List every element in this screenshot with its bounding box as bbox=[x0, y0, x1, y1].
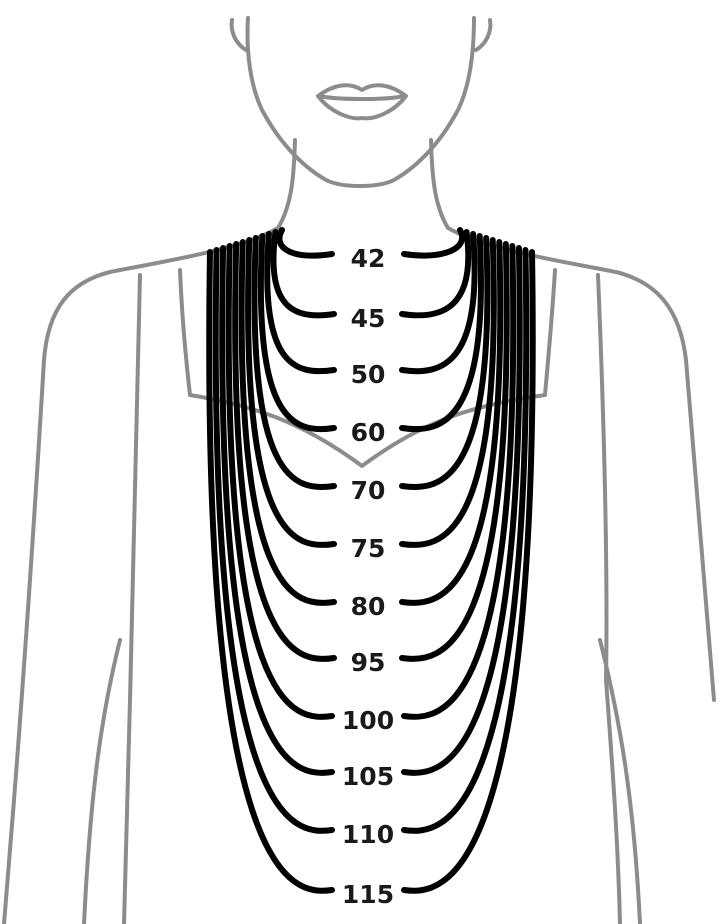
neck-right bbox=[431, 140, 448, 228]
lips bbox=[318, 85, 406, 118]
right-inner-arm bbox=[598, 275, 620, 924]
length-label: 115 bbox=[342, 880, 394, 909]
left-ear bbox=[232, 20, 246, 50]
length-label: 110 bbox=[342, 820, 394, 849]
length-label: 45 bbox=[351, 304, 386, 333]
length-label: 70 bbox=[351, 476, 386, 505]
length-label: 60 bbox=[351, 418, 386, 447]
length-label: 42 bbox=[351, 244, 386, 273]
length-label: 50 bbox=[351, 360, 386, 389]
length-label: 75 bbox=[351, 534, 386, 563]
right-strap bbox=[545, 270, 555, 395]
left-torso bbox=[84, 640, 120, 924]
length-label: 100 bbox=[342, 706, 394, 735]
left-strap bbox=[180, 270, 190, 395]
necklace-strand-right bbox=[404, 230, 462, 256]
right-ear bbox=[476, 20, 490, 50]
length-label: 95 bbox=[351, 648, 386, 677]
length-labels: 42 45 50 60 70 75 80 95 100 105 110 115 bbox=[342, 244, 394, 909]
length-label: 105 bbox=[342, 762, 394, 791]
left-inner-arm bbox=[124, 275, 140, 924]
length-label: 80 bbox=[351, 592, 386, 621]
necklace-strand-left bbox=[279, 230, 332, 256]
